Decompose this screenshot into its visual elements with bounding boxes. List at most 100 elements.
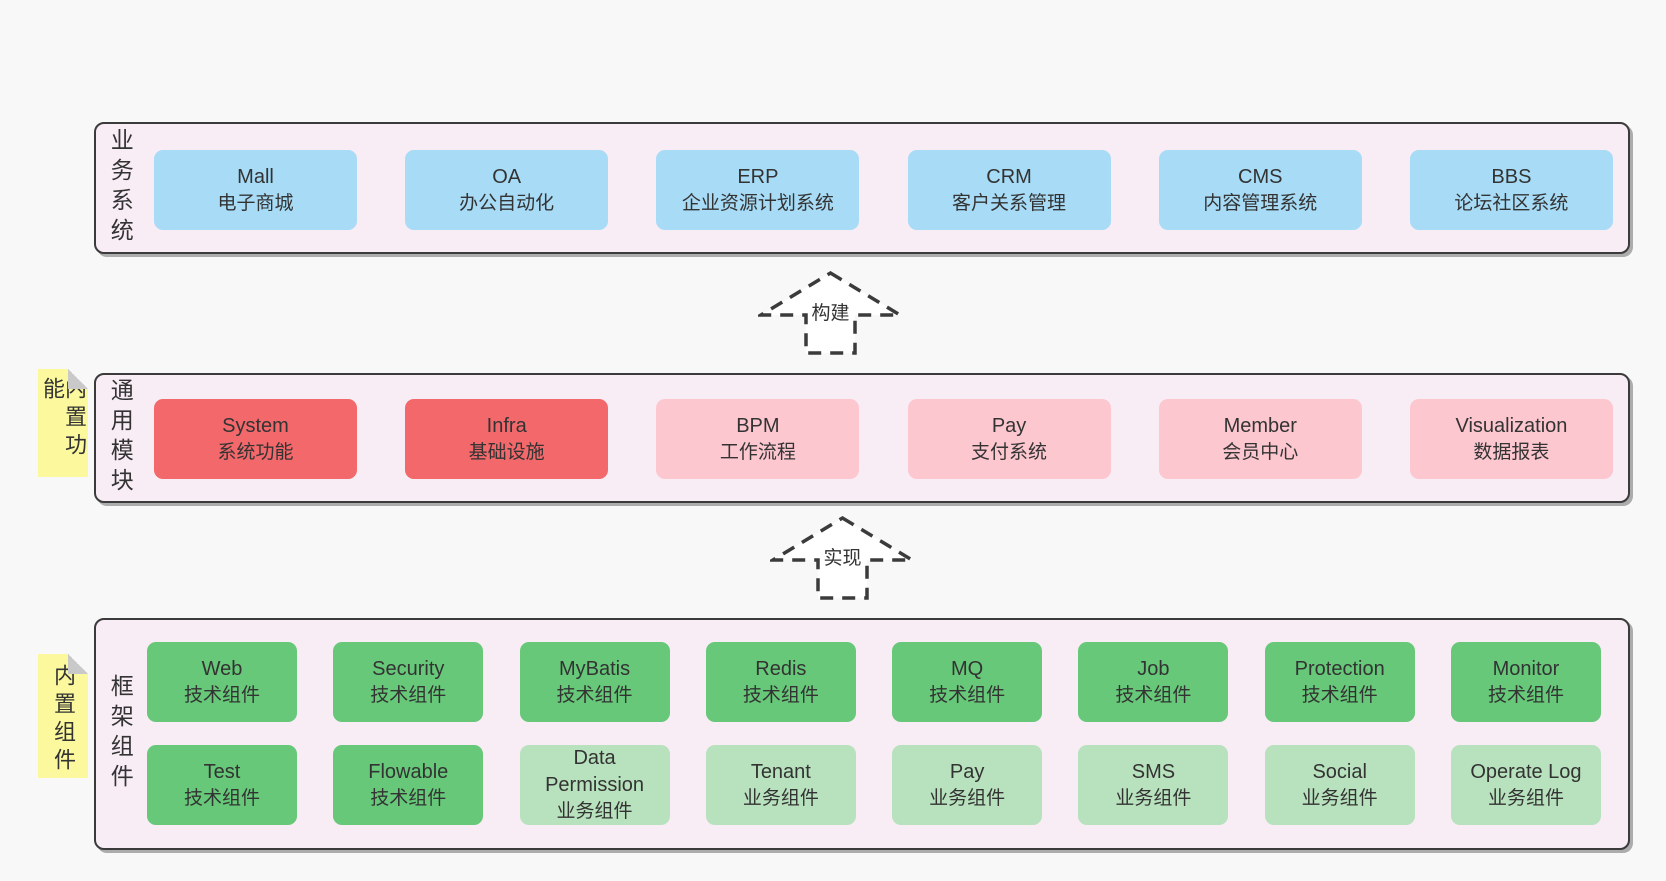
box-title: Security xyxy=(372,657,445,680)
box-title: MQ xyxy=(951,657,984,680)
box-erp: ERP 企业资源计划系统 xyxy=(656,150,860,230)
box-bpm: BPM 工作流程 xyxy=(656,399,860,479)
box-system: System 系统功能 xyxy=(154,399,357,479)
box-subtitle: 业务组件 xyxy=(1115,787,1192,809)
box-mq: MQ 技术组件 xyxy=(892,642,1043,722)
box-title: Flowable xyxy=(368,760,449,783)
box-tenant: Tenant 业务组件 xyxy=(705,745,856,825)
box-subtitle: 业务组件 xyxy=(556,801,633,823)
box-subtitle: 数据报表 xyxy=(1473,441,1550,463)
implement-arrow-label: 实现 xyxy=(820,543,865,570)
box-subtitle: 技术组件 xyxy=(370,787,447,809)
box-visualization: Visualization 数据报表 xyxy=(1409,399,1613,479)
box-subtitle: 企业资源计划系统 xyxy=(681,192,834,214)
box-subtitle: 技术组件 xyxy=(1487,684,1564,706)
box-subtitle: 技术组件 xyxy=(742,684,819,706)
panel-label-business: 业务系统 xyxy=(107,128,134,248)
box-test: Test 技术组件 xyxy=(147,745,297,825)
box-title: MyBatis xyxy=(559,657,631,680)
build-arrow-label: 构建 xyxy=(808,298,853,325)
box-subtitle: 支付系统 xyxy=(971,441,1048,463)
implement-arrow-icon: 实现 xyxy=(770,515,915,601)
box-subtitle: 系统功能 xyxy=(217,441,294,463)
box-title: Test xyxy=(203,760,241,783)
box-title: Data Permission xyxy=(545,747,645,797)
box-title: BPM xyxy=(736,414,780,437)
box-security: Security 技术组件 xyxy=(333,642,484,722)
business-boxes-row: Mall 电子商城 OA 办公自动化 ERP 企业资源计划系统 CRM 客户关系… xyxy=(154,150,1613,230)
box-oa: OA 办公自动化 xyxy=(405,150,609,230)
modules-boxes-row: System 系统功能 Infra 基础设施 BPM 工作流程 Pay 支付系统… xyxy=(154,399,1613,479)
box-pay: Pay 支付系统 xyxy=(907,399,1111,479)
box-subtitle: 业务组件 xyxy=(1487,787,1564,809)
box-job: Job 技术组件 xyxy=(1078,642,1229,722)
box-subtitle: 电子商城 xyxy=(217,192,294,214)
box-subtitle: 技术组件 xyxy=(556,684,633,706)
box-flowable: Flowable 技术组件 xyxy=(333,745,484,825)
box-subtitle: 论坛社区系统 xyxy=(1454,192,1569,214)
box-subtitle: 内容管理系统 xyxy=(1203,192,1318,214)
box-subtitle: 技术组件 xyxy=(1301,684,1378,706)
box-title: Redis xyxy=(755,657,807,680)
box-title: BBS xyxy=(1491,165,1532,188)
box-title: CMS xyxy=(1238,165,1283,188)
box-subtitle: 会员中心 xyxy=(1222,441,1299,463)
box-title: Pay xyxy=(991,414,1027,437)
box-title: CRM xyxy=(986,165,1032,188)
box-subtitle: 技术组件 xyxy=(1115,684,1192,706)
box-redis: Redis 技术组件 xyxy=(705,642,856,722)
box-subtitle: 业务组件 xyxy=(1301,787,1378,809)
box-data-permission: Data Permission 业务组件 xyxy=(519,745,670,825)
box-title: Infra xyxy=(486,414,527,437)
box-title: Operate Log xyxy=(1470,760,1582,783)
box-title: SMS xyxy=(1131,760,1176,783)
box-subtitle: 业务组件 xyxy=(742,787,819,809)
box-monitor: Monitor 技术组件 xyxy=(1450,642,1601,722)
box-subtitle: 业务组件 xyxy=(929,787,1006,809)
framework-components-panel: 框架组件 Web 技术组件 Security 技术组件 MyBatis 技术组件… xyxy=(94,618,1630,850)
sticky-note-label: 内置功能 xyxy=(40,377,87,461)
box-title: Protection xyxy=(1294,657,1385,680)
box-title: Job xyxy=(1137,657,1170,680)
box-title: Tenant xyxy=(750,760,811,783)
box-subtitle: 工作流程 xyxy=(719,441,796,463)
box-title: Pay xyxy=(949,760,985,783)
box-title: Social xyxy=(1312,760,1367,783)
box-subtitle: 技术组件 xyxy=(929,684,1006,706)
sticky-note-builtin-components: 内置组件 xyxy=(38,654,88,778)
box-title: Member xyxy=(1223,414,1297,437)
framework-boxes-row-2: Test 技术组件 Flowable 技术组件 Data Permission … xyxy=(147,745,1601,825)
box-subtitle: 技术组件 xyxy=(183,787,260,809)
panel-label-modules: 通用模块 xyxy=(107,378,134,498)
box-sms: SMS 业务组件 xyxy=(1078,745,1229,825)
common-modules-panel: 通用模块 System 系统功能 Infra 基础设施 BPM 工作流程 Pay… xyxy=(94,373,1630,503)
box-member: Member 会员中心 xyxy=(1158,399,1362,479)
box-web: Web 技术组件 xyxy=(147,642,297,722)
build-arrow-icon: 构建 xyxy=(758,270,903,356)
box-subtitle: 技术组件 xyxy=(370,684,447,706)
box-title: System xyxy=(222,414,289,437)
box-title: Visualization xyxy=(1455,414,1568,437)
box-title: OA xyxy=(492,165,522,188)
box-subtitle: 办公自动化 xyxy=(459,192,555,214)
box-cms: CMS 内容管理系统 xyxy=(1158,150,1362,230)
box-title: Monitor xyxy=(1492,657,1560,680)
box-subtitle: 客户关系管理 xyxy=(952,192,1067,214)
box-social: Social 业务组件 xyxy=(1264,745,1415,825)
sticky-note-builtin-features: 内置功能 xyxy=(38,369,88,477)
sticky-note-label: 内置组件 xyxy=(51,664,76,776)
box-mybatis: MyBatis 技术组件 xyxy=(519,642,670,722)
box-mall: Mall 电子商城 xyxy=(154,150,357,230)
box-protection: Protection 技术组件 xyxy=(1264,642,1415,722)
box-subtitle: 技术组件 xyxy=(183,684,260,706)
box-title: Mall xyxy=(237,165,274,188)
box-subtitle: 基础设施 xyxy=(468,441,545,463)
box-crm: CRM 客户关系管理 xyxy=(907,150,1111,230)
box-operate-log: Operate Log 业务组件 xyxy=(1450,745,1601,825)
framework-boxes-row-1: Web 技术组件 Security 技术组件 MyBatis 技术组件 Redi… xyxy=(147,642,1601,722)
box-infra: Infra 基础设施 xyxy=(405,399,609,479)
box-title: Web xyxy=(201,657,243,680)
panel-label-framework: 框架组件 xyxy=(107,674,134,794)
box-title: ERP xyxy=(737,165,779,188)
